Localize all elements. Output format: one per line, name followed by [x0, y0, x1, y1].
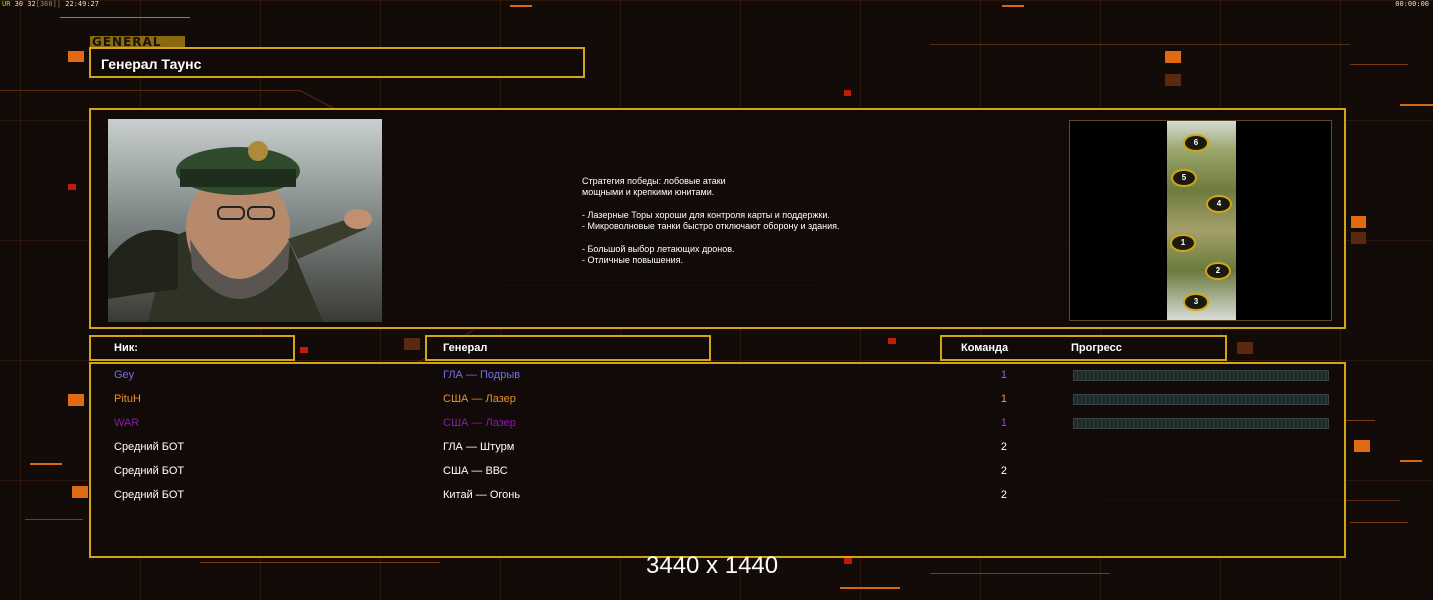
- deco-bar: [1350, 64, 1408, 65]
- deco-square: [68, 184, 76, 190]
- deco-square: [1165, 74, 1181, 86]
- player-nick: Средний БОТ: [114, 441, 185, 453]
- header-general-box: Генерал: [425, 335, 711, 361]
- deco-bar: [200, 562, 440, 563]
- player-team[interactable]: 2: [1000, 489, 1007, 501]
- hud-timer: 00:00:00: [1395, 0, 1429, 8]
- map-start-position-3[interactable]: 3: [1183, 293, 1209, 311]
- map-start-position-2[interactable]: 2: [1205, 262, 1231, 280]
- deco-square: [300, 347, 308, 353]
- general-tag: GENERAL: [90, 36, 185, 48]
- hud-status: UR 30 32[360]| 22:49:27: [2, 0, 99, 8]
- player-team[interactable]: 1: [1000, 393, 1007, 405]
- header-nick: Ник:: [114, 342, 138, 354]
- player-nick: Средний БОТ: [114, 465, 185, 477]
- deco-square: [844, 90, 851, 96]
- general-portrait: [108, 119, 382, 322]
- deco-bar: [930, 573, 1110, 574]
- deco-square: [1237, 342, 1253, 354]
- deco-bar: [510, 5, 532, 7]
- deco-square: [1351, 216, 1366, 228]
- player-nick: Gey: [114, 369, 135, 381]
- header-nick-box: Ник:: [89, 335, 295, 361]
- deco-bar: [1400, 104, 1433, 106]
- deco-square: [68, 394, 84, 406]
- map-start-position-4[interactable]: 4: [1206, 195, 1232, 213]
- deco-bar: [1400, 460, 1422, 462]
- deco-bar: [1345, 420, 1375, 421]
- player-general[interactable]: США — Лазер: [443, 417, 516, 429]
- deco-bar: [30, 463, 62, 465]
- deco-square: [1165, 51, 1181, 63]
- player-progress-bar: [1073, 370, 1329, 381]
- deco-line: [0, 90, 300, 91]
- map-terrain: [1167, 121, 1236, 320]
- player-nick: PituH: [114, 393, 141, 405]
- general-info-panel: Стратегия победы: лобовые атаки мощными …: [89, 108, 1346, 329]
- deco-square: [68, 51, 84, 62]
- header-team-progress-box: Команда Прогресс: [940, 335, 1227, 361]
- deco-line: [930, 44, 1350, 45]
- player-general[interactable]: ГЛА — Штурм: [443, 441, 515, 453]
- deco-square: [888, 338, 896, 344]
- deco-square: [404, 338, 420, 350]
- deco-square: [1351, 232, 1366, 244]
- header-general: Генерал: [443, 342, 488, 354]
- hud-counter-max: [360]: [35, 0, 57, 8]
- player-team[interactable]: 2: [1000, 441, 1007, 453]
- player-general[interactable]: ГЛА — Подрыв: [443, 369, 521, 381]
- player-general[interactable]: США — Лазер: [443, 393, 516, 405]
- player-nick: WAR: [114, 417, 140, 429]
- general-title-box: Генерал Таунс: [89, 47, 585, 78]
- deco-square: [72, 486, 88, 498]
- hud-tag: UR: [2, 0, 11, 8]
- general-name: Генерал Таунс: [101, 56, 202, 72]
- deco-square: [1354, 440, 1370, 452]
- map-start-position-5[interactable]: 5: [1171, 169, 1197, 187]
- player-team[interactable]: 1: [1000, 417, 1007, 429]
- general-description: Стратегия победы: лобовые атаки мощными …: [582, 176, 840, 266]
- player-progress-bar: [1073, 394, 1329, 405]
- map-start-position-1[interactable]: 1: [1170, 234, 1196, 252]
- player-team[interactable]: 2: [1000, 465, 1007, 477]
- player-general[interactable]: США — ВВС: [443, 465, 508, 477]
- general-portrait-image: [108, 119, 382, 322]
- header-team: Команда: [961, 342, 1009, 354]
- hud-clock: 22:49:27: [65, 0, 99, 8]
- resolution-label: 3440 x 1440: [646, 552, 779, 579]
- header-progress: Прогресс: [1071, 342, 1122, 354]
- deco-bar: [1350, 522, 1408, 523]
- player-team[interactable]: 1: [1000, 369, 1007, 381]
- player-general[interactable]: Китай — Огонь: [443, 489, 521, 501]
- deco-bar: [840, 587, 900, 589]
- deco-bar: [1002, 5, 1024, 7]
- map-start-position-6[interactable]: 6: [1183, 134, 1209, 152]
- player-nick: Средний БОТ: [114, 489, 185, 501]
- deco-bar: [25, 519, 83, 520]
- deco-bar: [60, 17, 190, 18]
- deco-square: [844, 558, 852, 564]
- player-progress-bar: [1073, 418, 1329, 429]
- hud-counter: 30 32: [14, 0, 36, 8]
